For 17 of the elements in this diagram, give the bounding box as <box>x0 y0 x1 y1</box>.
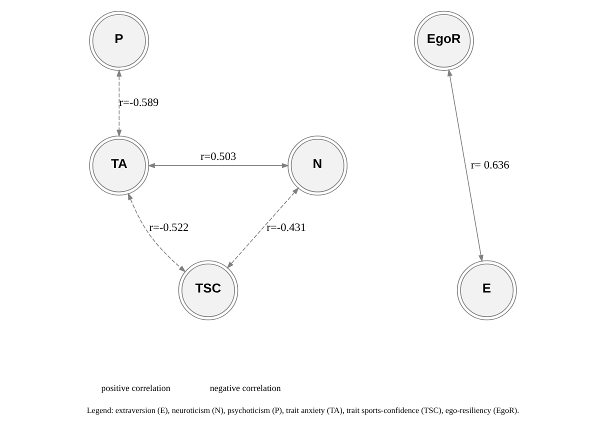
legend-label: positive correlation <box>100 383 170 394</box>
edge-label: r=-0.431 <box>266 222 306 234</box>
caption: Legend: extraversion (E), neuroticism (N), psychoticism (P), trait anxiety (TA), trait sports-confidence (TSC), ego-resiliency (EgoR). <box>86 406 519 416</box>
edge-label: r=-0.522 <box>148 222 188 234</box>
node-circle: E <box>456 260 516 320</box>
legend-label: negative correlation <box>209 383 280 394</box>
arrow <box>127 192 186 272</box>
arrow <box>226 187 299 269</box>
arrow <box>147 163 289 168</box>
arrow <box>116 69 122 138</box>
edge-label: r=0.503 <box>200 151 236 164</box>
arrow <box>446 68 483 262</box>
node-circle: TA <box>88 136 149 196</box>
edge-label: r=-0.589 <box>118 97 158 110</box>
node-circle: P <box>88 10 149 71</box>
node-circle: EgoR <box>413 10 474 71</box>
edge-label: r= 0.636 <box>470 160 509 172</box>
